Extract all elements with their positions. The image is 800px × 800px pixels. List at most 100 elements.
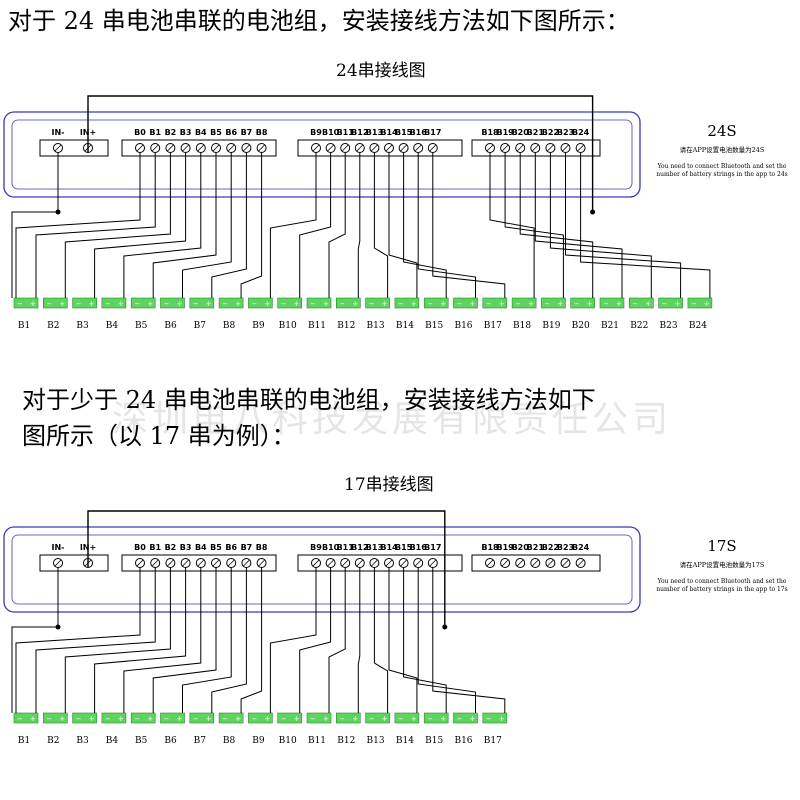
cell-label-b8: B8: [223, 321, 236, 331]
terminal-label-b9: B9: [310, 543, 322, 552]
terminal-screw-slot: [212, 144, 220, 152]
terminal-screw-slot: [547, 559, 554, 567]
cell-plus-sign: +: [118, 715, 124, 723]
terminal-label-b3: B3: [180, 128, 192, 137]
cell-plus-sign: +: [323, 300, 329, 308]
cell-minus-sign: −: [310, 300, 316, 308]
cell-label-b3: B3: [76, 321, 89, 331]
terminal-label-b1: B1: [149, 543, 161, 552]
battery-cell-8: [218, 297, 244, 309]
cell-minus-sign: −: [369, 300, 375, 308]
cell-plus-sign: +: [89, 300, 95, 308]
cell-label-b16: B16: [454, 321, 472, 331]
cell-minus-sign: −: [76, 715, 82, 723]
cell-plus-sign: +: [177, 715, 183, 723]
cell-minus-sign: −: [457, 715, 463, 723]
cell-minus-sign: −: [105, 300, 111, 308]
terminal-label-b6: B6: [225, 128, 237, 137]
cell-plus-sign: +: [499, 715, 505, 723]
terminal-label-b11: B11: [337, 128, 355, 137]
terminal-screw-icon: [545, 558, 556, 568]
cell-label-b1: B1: [18, 321, 30, 331]
terminal-label-b24: B24: [572, 128, 590, 137]
sense-wire-b12: [357, 567, 361, 713]
cell-plus-sign: +: [177, 300, 183, 308]
terminal-screw-icon: [530, 558, 541, 568]
terminal-screw-icon: [575, 558, 586, 568]
note-cn: 请在APP设置电池数量为17S: [680, 560, 765, 569]
junction-dot: [442, 624, 448, 630]
terminal-label-b2: B2: [165, 543, 177, 552]
cell-label-b13: B13: [367, 321, 385, 331]
cell-minus-sign: −: [222, 715, 228, 723]
battery-cell-17: [482, 297, 508, 309]
junction-dot: [590, 209, 596, 215]
cell-label-b2: B2: [47, 321, 59, 331]
cell-plus-sign: +: [294, 300, 300, 308]
cell-minus-sign: −: [369, 715, 375, 723]
cell-plus-sign: +: [470, 715, 476, 723]
note-cn: 请在APP设置电池数量为24S: [680, 145, 765, 154]
terminal-screw-slot: [371, 559, 378, 567]
terminal-label-b2: B2: [165, 128, 177, 137]
terminal-label-b14: B14: [380, 543, 398, 552]
cell-minus-sign: −: [427, 715, 433, 723]
cell-plus-sign: +: [382, 715, 388, 723]
sense-wire-b2: [64, 567, 171, 713]
battery-cell-4: [101, 712, 127, 724]
battery-cell-5: [130, 297, 156, 309]
sense-wire-b14: [388, 152, 418, 298]
cell-label-b16: B16: [454, 736, 472, 746]
cell-plus-sign: +: [411, 715, 417, 723]
sense-wire-b4: [123, 152, 202, 298]
terminal-label-b12: B12: [351, 128, 368, 137]
bms-board-inner: [11, 534, 633, 605]
sense-wire-b5: [152, 567, 217, 713]
sense-wire-b10: [299, 567, 332, 713]
bms-board-outline: [3, 526, 641, 613]
terminal-label-inminus: IN-: [52, 128, 65, 137]
cell-minus-sign: −: [281, 715, 287, 723]
sense-wire-b24: [580, 152, 711, 298]
cell-label-b10: B10: [279, 321, 297, 331]
sense-wire-b7: [211, 152, 247, 298]
sense-wire-b11: [328, 567, 346, 713]
terminal-label-b7: B7: [241, 543, 253, 552]
terminal-label-b3: B3: [180, 543, 192, 552]
battery-cell-16: [453, 297, 478, 309]
bms-board-outline: [3, 111, 641, 198]
battery-cell-4: [101, 297, 127, 309]
cell-plus-sign: +: [59, 300, 65, 308]
in-minus-wire: [11, 567, 59, 713]
terminal-screw-slot: [516, 559, 524, 567]
sense-wire-b1: [35, 567, 156, 713]
terminal-screw-slot: [341, 559, 349, 567]
cell-plus-sign: +: [206, 715, 212, 723]
cell-minus-sign: −: [193, 715, 199, 723]
terminal-label-b1: B1: [149, 128, 161, 137]
cell-plus-sign: +: [675, 300, 681, 308]
battery-cell-7: [189, 712, 215, 724]
terminal-screw-slot: [501, 144, 509, 152]
terminal-screw-slot: [258, 144, 265, 152]
terminal-screw-slot: [562, 559, 569, 567]
cell-plus-sign: +: [89, 715, 95, 723]
cell-minus-sign: −: [251, 715, 257, 723]
battery-cell-13: [365, 297, 390, 309]
terminal-block-1: [39, 554, 109, 572]
battery-cell-21: [599, 297, 625, 309]
terminal-label-b20: B20: [512, 543, 530, 552]
terminal-screw-slot: [212, 559, 220, 567]
sense-wire-b10: [299, 152, 332, 298]
cell-label-b9: B9: [252, 321, 265, 331]
cell-label-b4: B4: [106, 736, 119, 746]
battery-cell-17: [482, 712, 508, 724]
note-en-line2: number of battery strings in the app to …: [656, 171, 787, 178]
power-loop-wire: [87, 95, 594, 212]
terminal-screw-slot: [151, 559, 159, 567]
cell-minus-sign: −: [398, 300, 404, 308]
cell-minus-sign: −: [691, 300, 697, 308]
sense-wire-b12: [357, 152, 361, 298]
cell-label-b6: B6: [164, 736, 177, 746]
